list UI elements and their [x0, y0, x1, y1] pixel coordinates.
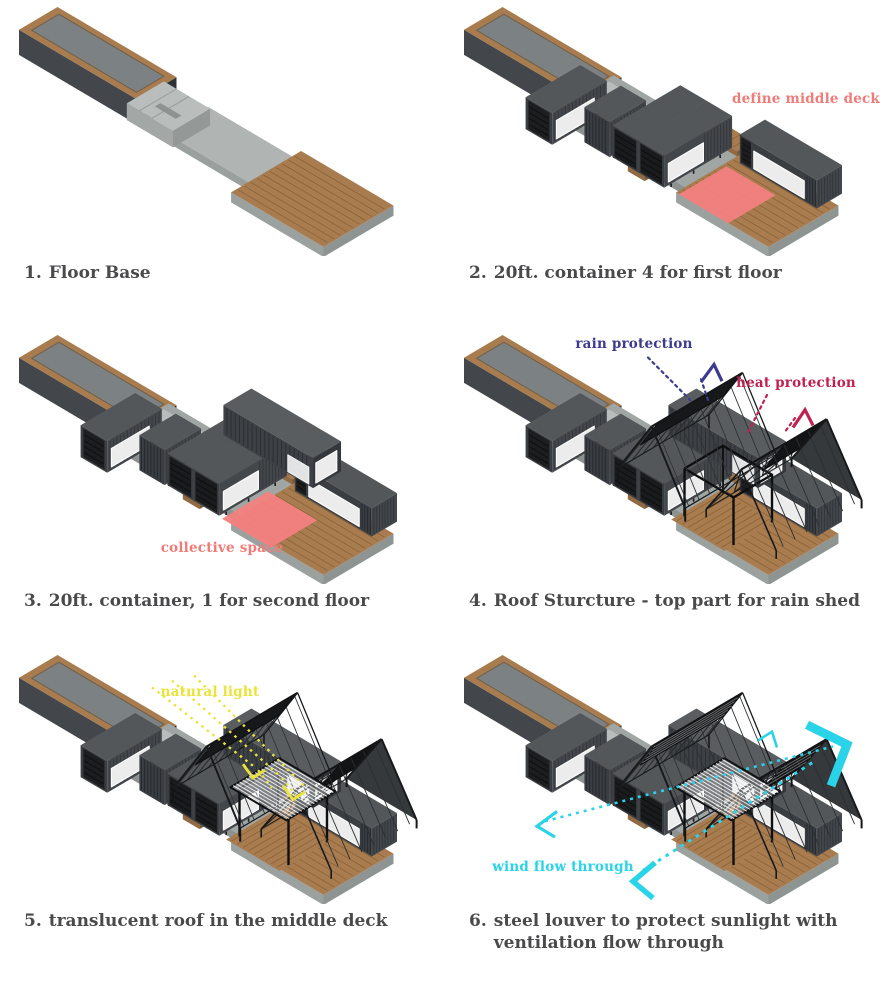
- step-caption-6: 6. steel louver to protect sunlight with…: [469, 910, 881, 954]
- scene-illustration-6: [464, 654, 863, 904]
- step-number: 6.: [469, 911, 487, 931]
- step-caption-2: 2. 20ft. container 4 for first floor: [469, 262, 881, 284]
- step-panel-2: 2. 20ft. container 4 for first floor def…: [445, 0, 889, 328]
- step-caption-1: 1. Floor Base: [24, 262, 437, 284]
- step-text: 20ft. container 4 for first floor: [493, 263, 782, 283]
- step-text: Floor Base: [48, 263, 151, 283]
- natural-light-label: natural light: [160, 684, 260, 700]
- wind-flow-through-label: wind flow through: [492, 859, 634, 875]
- step-number: 1.: [24, 263, 42, 283]
- step-panel-3: 3. 20ft. container, 1 for second floor c…: [0, 328, 445, 648]
- step-caption-5: 5. translucent roof in the middle deck: [24, 910, 437, 932]
- heat-protection-label: heat protection: [736, 375, 856, 391]
- step-caption-4: 4. Roof Sturcture - top part for rain sh…: [469, 590, 881, 612]
- define-middle-deck-label: define middle deck: [732, 91, 880, 107]
- step-panel-1: 1. Floor Base: [0, 0, 445, 328]
- step-text: steel louver to protect sunlight with ve…: [493, 911, 838, 954]
- step-number: 5.: [24, 911, 42, 931]
- scene-illustration-3: [19, 334, 397, 584]
- step-caption-3: 3. 20ft. container, 1 for second floor: [24, 590, 437, 612]
- step-text: Roof Sturcture - top part for rain shed: [493, 591, 860, 611]
- step-number: 4.: [469, 591, 487, 611]
- step-panel-6: 6. steel louver to protect sunlight with…: [445, 648, 889, 1000]
- scene-illustration-4: [464, 334, 863, 584]
- step-text: translucent roof in the middle deck: [48, 911, 388, 931]
- scene-illustration-5: [19, 654, 418, 904]
- scene-illustration-2: [464, 6, 842, 256]
- collective-space-label: collective space: [160, 540, 284, 556]
- scene-illustration-1: [19, 6, 394, 256]
- step-number: 3.: [24, 591, 42, 611]
- step-panel-4: 4. Roof Sturcture - top part for rain sh…: [445, 328, 889, 648]
- step-number: 2.: [469, 263, 487, 283]
- rain-protection-label: rain protection: [575, 336, 693, 352]
- step-text: 20ft. container, 1 for second floor: [48, 591, 370, 611]
- step-panel-5: 5. translucent roof in the middle deck n…: [0, 648, 445, 1000]
